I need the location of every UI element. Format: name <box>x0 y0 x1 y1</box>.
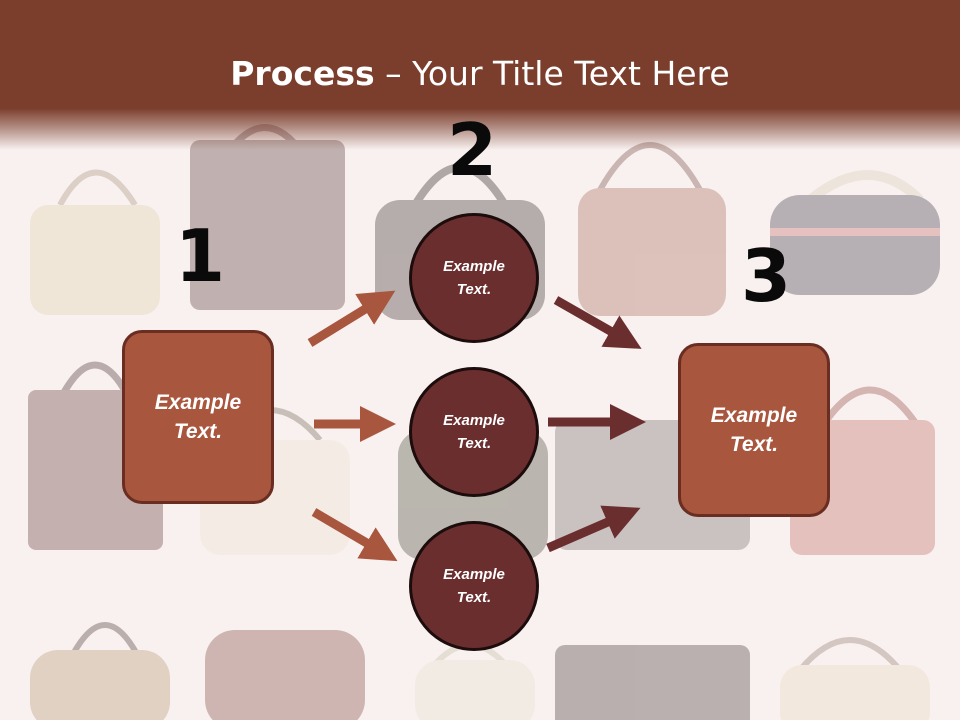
step-number-2: 2 <box>446 108 498 192</box>
step-number-1: 1 <box>174 214 226 298</box>
bag-brown-leather <box>205 630 365 720</box>
title-banner <box>0 0 960 150</box>
slide-title[interactable]: Process – Your Title Text Here <box>0 52 960 96</box>
step-2-circle-middle[interactable]: Example Text. <box>409 367 539 497</box>
arrow-circle-top-to-box3 <box>553 296 642 349</box>
bag-leopard <box>30 622 170 720</box>
arrow-box1-to-circle-bottom <box>311 508 398 562</box>
title-rest: – Your Title Text Here <box>374 54 730 93</box>
step-3-box[interactable]: Example Text. <box>678 343 830 517</box>
bag-beige-boston <box>780 637 930 720</box>
bag-striped-duffel <box>770 170 940 295</box>
bag-black-briefcase <box>555 645 750 720</box>
bag-cream-hobo <box>30 169 160 315</box>
title-bold: Process <box>230 54 375 93</box>
arrow-box1-to-circle-top <box>307 290 396 347</box>
arrow-circle-bottom-to-box3 <box>546 505 641 553</box>
step-1-box[interactable]: Example Text. <box>122 330 274 504</box>
step-2-circle-bottom[interactable]: Example Text. <box>409 521 539 651</box>
step-number-3: 3 <box>740 234 792 318</box>
step-2-circle-top[interactable]: Example Text. <box>409 213 539 343</box>
